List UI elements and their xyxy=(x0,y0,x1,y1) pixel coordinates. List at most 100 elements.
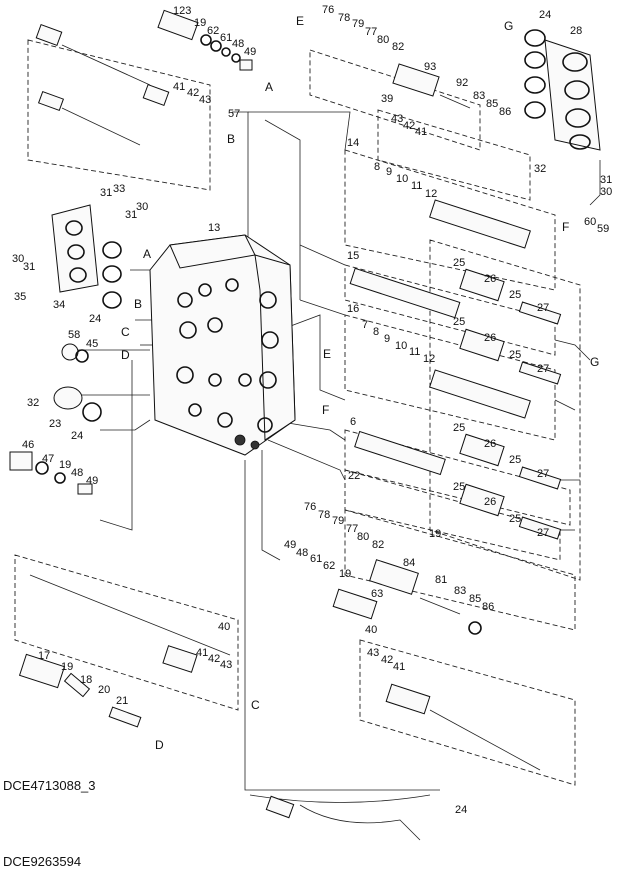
callout: 27 xyxy=(537,302,549,314)
callout: 76 xyxy=(304,501,316,513)
callout: 32 xyxy=(27,397,39,409)
callout: 8 xyxy=(374,161,380,173)
callout: 77 xyxy=(346,523,358,535)
callout: 83 xyxy=(454,585,466,597)
callout: 8 xyxy=(373,326,379,338)
callout: 26 xyxy=(484,496,496,508)
callout: 123 xyxy=(173,5,191,17)
callout: 20 xyxy=(98,684,110,696)
callout: 46 xyxy=(22,439,34,451)
connector-label: E xyxy=(296,14,304,28)
callout: 86 xyxy=(482,601,494,613)
callout: 28 xyxy=(570,25,582,37)
connector-label: A xyxy=(265,80,273,94)
callout: 31 xyxy=(125,209,137,221)
callout: 82 xyxy=(392,41,404,53)
callout: 61 xyxy=(310,553,322,565)
callout: 30 xyxy=(600,186,612,198)
callout: 49 xyxy=(284,539,296,551)
callout: 79 xyxy=(332,515,344,527)
group-box-39 xyxy=(377,109,531,201)
callout: 40 xyxy=(218,621,230,633)
callout: 85 xyxy=(486,98,498,110)
callout: 85 xyxy=(469,593,481,605)
callout: 41 xyxy=(196,647,208,659)
callout: 32 xyxy=(534,163,546,175)
callout: 78 xyxy=(318,509,330,521)
callout: 15 xyxy=(347,250,359,262)
callout: 43 xyxy=(199,94,211,106)
callout: 30 xyxy=(136,201,148,213)
callout: 21 xyxy=(116,695,128,707)
callout: 27 xyxy=(537,363,549,375)
callout: 61 xyxy=(220,32,232,44)
group-box-15 xyxy=(344,264,556,356)
leader-lines xyxy=(70,111,601,791)
callout: 93 xyxy=(424,61,436,73)
callout: 45 xyxy=(86,338,98,350)
callout: 86 xyxy=(499,106,511,118)
callout: 27 xyxy=(537,527,549,539)
callout: 79 xyxy=(352,18,364,30)
callout: 19 xyxy=(61,661,73,673)
callout: 26 xyxy=(484,332,496,344)
callout: 31 xyxy=(600,174,612,186)
callout: 17 xyxy=(38,650,50,662)
callout: 48 xyxy=(232,38,244,50)
group-box-spool-sets xyxy=(429,239,581,581)
spool-assemblies xyxy=(9,9,562,841)
callout: 42 xyxy=(403,120,415,132)
connector-label: D xyxy=(155,738,164,752)
callout: 10 xyxy=(395,340,407,352)
callout: 25 xyxy=(453,257,465,269)
callout: 42 xyxy=(381,654,393,666)
callout: 10 xyxy=(396,173,408,185)
main-valve-body xyxy=(149,234,296,456)
callout: 82 xyxy=(372,539,384,551)
callout: 57 xyxy=(228,108,240,120)
callout: 77 xyxy=(365,26,377,38)
connector-label: F xyxy=(562,220,569,234)
callout: 49 xyxy=(244,46,256,58)
callout: 62 xyxy=(207,25,219,37)
connector-label: G xyxy=(590,355,599,369)
connector-label: E xyxy=(323,347,331,361)
callout: 13 xyxy=(208,222,220,234)
callout: 41 xyxy=(393,661,405,673)
callout: 24 xyxy=(455,804,467,816)
callout: 49 xyxy=(86,475,98,487)
drawing-code-lower: DCE9263594 xyxy=(3,854,81,869)
callout: 25 xyxy=(509,289,521,301)
callout: 12 xyxy=(425,188,437,200)
callout: 43 xyxy=(391,113,403,125)
connector-label: F xyxy=(322,403,329,417)
callout: 81 xyxy=(435,574,447,586)
callout: 34 xyxy=(53,299,65,311)
callout: 80 xyxy=(377,34,389,46)
callout: 59 xyxy=(597,223,609,235)
group-box-lower-right xyxy=(344,509,576,631)
callout: 47 xyxy=(42,453,54,465)
callout: 22 xyxy=(348,470,360,482)
callout: 25 xyxy=(509,513,521,525)
callout: 83 xyxy=(473,90,485,102)
group-box-40-left xyxy=(14,554,239,711)
callout: 18 xyxy=(80,674,92,686)
callout: 40 xyxy=(365,624,377,636)
callout: 25 xyxy=(453,481,465,493)
callout: 41 xyxy=(415,126,427,138)
callout: 42 xyxy=(187,87,199,99)
callout: 9 xyxy=(386,166,392,178)
callout: 11 xyxy=(409,346,420,358)
connector-label: D xyxy=(121,348,130,362)
callout: 14 xyxy=(347,137,359,149)
cover-plate-28 xyxy=(524,29,601,151)
group-boxes xyxy=(14,39,581,786)
callout: 9 xyxy=(384,333,390,345)
group-box-57 xyxy=(27,39,211,191)
callout: 25 xyxy=(509,349,521,361)
callout: 19 xyxy=(59,459,71,471)
callout: 19 xyxy=(429,528,441,540)
